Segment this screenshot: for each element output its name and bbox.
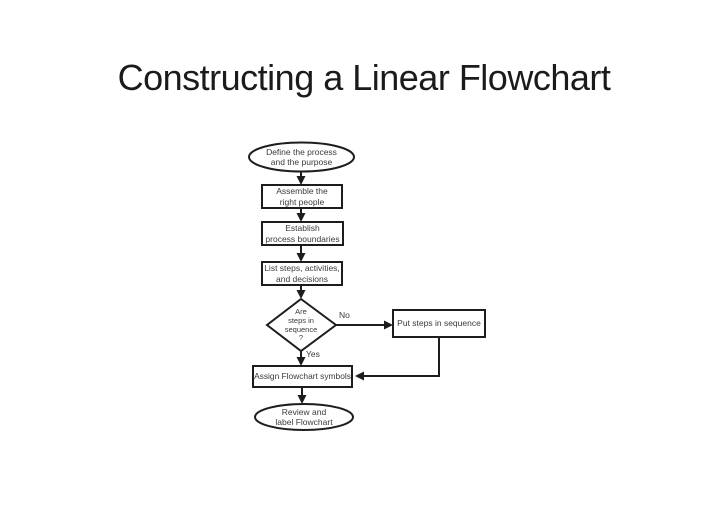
list-rect <box>261 261 343 286</box>
arrowhead-decision-assign <box>296 357 306 366</box>
establish-rect <box>261 221 344 246</box>
arrowhead-list-decision <box>296 290 306 299</box>
decision-diamond <box>265 297 338 353</box>
arrowhead-establish-list <box>296 253 306 262</box>
put-steps-rect <box>392 309 486 338</box>
start-ellipse <box>248 141 355 173</box>
assign-symbols-rect <box>252 365 353 388</box>
arrowhead-put-assign <box>355 371 364 381</box>
assemble-rect <box>261 184 343 209</box>
arrowhead-start-assemble <box>296 176 306 185</box>
feedback-line-put-assign <box>364 337 440 377</box>
arrowhead-assign-review <box>297 395 307 404</box>
arrowhead-decision-put <box>384 320 393 330</box>
review-ellipse <box>254 403 354 431</box>
arrowhead-assemble-establish <box>296 213 306 222</box>
flowchart-diagram <box>248 141 486 431</box>
flowchart-connectors <box>296 171 440 404</box>
slide-title: Constructing a Linear Flowchart <box>117 57 611 98</box>
